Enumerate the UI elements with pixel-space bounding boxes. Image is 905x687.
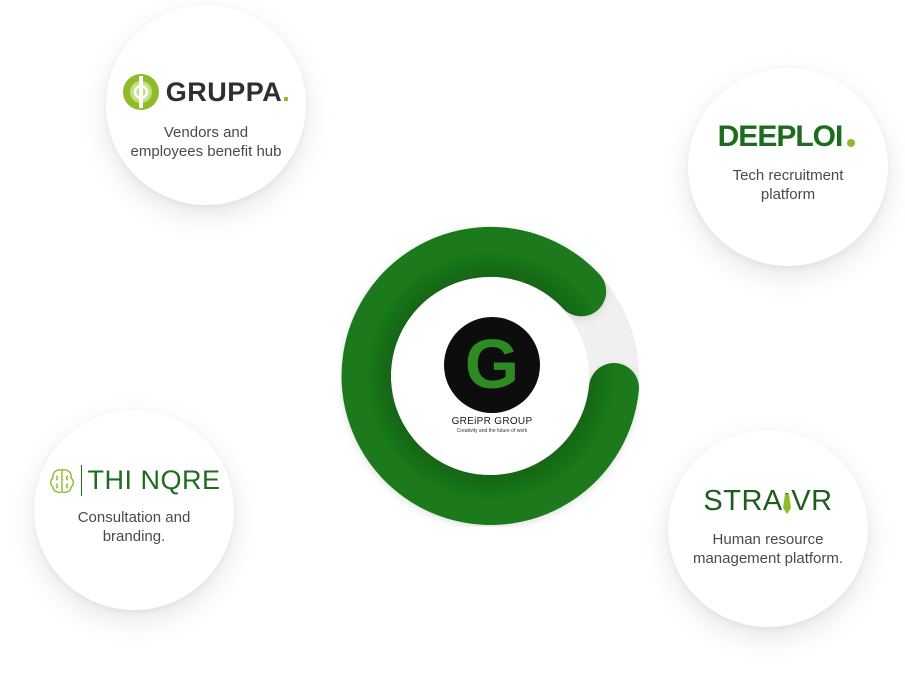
deeploi-logo: DEEPLOI (718, 120, 859, 154)
thinqre-logo-text: THI NQRE (81, 465, 220, 496)
thinqre-description: Consultation and branding. (77, 509, 191, 545)
thinqre-logo: THI NQRE (47, 465, 220, 496)
greipr-brand-name: GREiPR GROUP (451, 416, 533, 427)
brain-icon (50, 468, 75, 493)
deeploi-logo-icon (847, 139, 856, 147)
deeploi-logo-text: DEEPLOI (717, 120, 844, 153)
deeploi-description: Tech recruitment platform (732, 167, 844, 203)
straivr-description: Human resource management platform. (692, 531, 844, 567)
tie-icon (783, 488, 792, 514)
card-thinqre: THI NQRE Consultation and branding. (34, 410, 234, 610)
gruppa-description: Vendors and employees benefit hub (130, 124, 282, 160)
card-straivr: STRAIVR Human resource management platfo… (668, 430, 868, 627)
greipr-logo: G GREiPR GROUP Creativity and the future… (440, 316, 544, 434)
gruppa-logo-icon (122, 74, 159, 110)
greipr-tagline: Creativity and the future of work (456, 428, 528, 434)
greipr-g-letter: G (465, 325, 519, 403)
card-gruppa: GRUPPA. Vendors and employees benefit hu… (106, 5, 306, 205)
straivr-logo: STRAIVR (703, 485, 832, 518)
greipr-g-icon: G (444, 317, 540, 413)
card-deeploi: DEEPLOI Tech recruitment platform (688, 68, 888, 266)
gruppa-logo: GRUPPA. (122, 73, 291, 111)
ring-arc (341, 226, 639, 525)
gruppa-logo-text: GRUPPA. (165, 76, 291, 107)
straivr-logo-text: STRAIVR (703, 485, 833, 517)
